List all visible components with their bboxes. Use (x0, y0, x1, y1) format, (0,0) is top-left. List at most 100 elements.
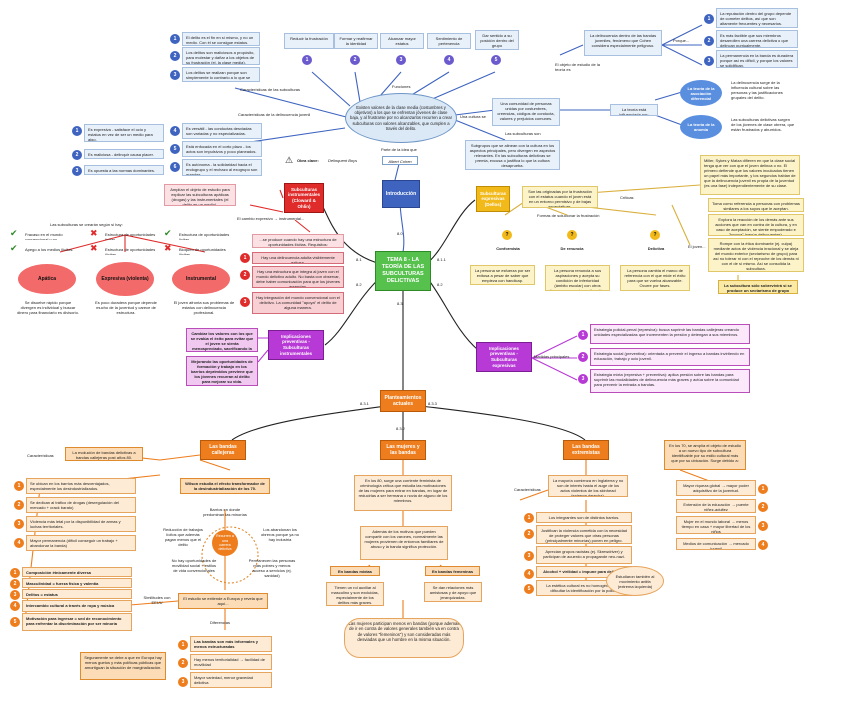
edge-label-8-0: 8.0 (397, 231, 403, 236)
prevention-expressive-node: Implicaciones preventivas - Subculturas … (476, 342, 532, 372)
ext-char-num-5: 5 (524, 584, 534, 594)
current-approaches-node: Planteamientos actuales (380, 390, 426, 412)
joven-3: Rompe con la ética dominante (ej. culpa)… (708, 238, 804, 272)
influence-cloud-1: La teoría de la asociación diferencial (680, 80, 722, 106)
post80-evolution: La evolución de bandas delictivas a band… (65, 447, 143, 461)
check-icon: ✔ (10, 243, 18, 253)
street-char-num-1: 1 (14, 481, 24, 491)
change-label: El cambio expresivo → instrumental... (237, 216, 305, 221)
cond-a-2: Apego a los medios ilícitos. (25, 247, 74, 252)
edge-label-8-3-3: 8.3.3 (428, 401, 437, 406)
edge-label-8-3-2: 8.3.2 (396, 426, 405, 431)
prevention-instrumental-1: Cambiar los valores con los que se evalú… (186, 328, 258, 352)
subculture-chars-label: Características de las subculturas (240, 87, 301, 92)
intro-part-label: Parte de la idea que (381, 147, 417, 152)
influence-cloud-2: La teoría de la anomia (680, 115, 722, 139)
key-work-title: Delinquent Boys (328, 158, 358, 163)
expressive-subcultures-node: Subculturas expresivas (Dellos) (476, 186, 510, 212)
antifa-note: Estudiaron también al movimiento antifa … (606, 566, 664, 596)
requirements-intro: ...se produce cuando hay una estructura … (252, 234, 344, 248)
subculture-definition: Subgrupos que se alinean con la cultura … (465, 140, 560, 170)
influence-2-desc: Las subculturas delictivas surgen de los… (731, 117, 795, 132)
extremist-gangs-node: Las bandas extremistas (563, 440, 609, 460)
form-delinquent: Delictiva (647, 246, 665, 251)
cross-icon: ✖ (90, 243, 98, 253)
joven-1: Toma como referencia a personas con prob… (708, 198, 804, 212)
req-2: Hay una estructura que integra al joven … (252, 266, 344, 288)
form-conformist-desc: La persona se esfuerza por ser exitosa a… (470, 265, 535, 285)
apathetic-desc: Se disuelve rápido porque divergen es in… (17, 300, 79, 315)
form-icon-3: ? (650, 230, 660, 240)
comp-num-2: 2 (10, 579, 20, 589)
similarities-label: Similitudes con EEUU (143, 595, 171, 605)
juv-left-3: Es opuesta a las normas dominantes. (84, 165, 164, 175)
criticism-label: Críticas (620, 195, 634, 200)
juv-right-num-4: 4 (170, 126, 180, 136)
mixed-gangs-label: En bandas mixtas (330, 566, 380, 576)
cycle-step-4: No hay oportunidades de movilidad social… (171, 558, 217, 573)
study-object-label: El objeto de estudio de la teoría es (555, 62, 600, 72)
cond-a-1: Fracaso en el mundo convencional y no co… (25, 232, 63, 240)
instrumental-cloud-desc: El joven afronta sus problemas de estatu… (173, 300, 235, 315)
cause-num-2: 2 (758, 502, 768, 512)
subculture-char-2: Los delitos son maliciosos a propósito, … (182, 47, 260, 65)
juv-left-1: Es expresiva - satisface el ocio y estat… (84, 124, 164, 142)
arise-label: Las subculturas se crearán según si hay: (50, 222, 123, 227)
street-char-num-2: 2 (14, 500, 24, 510)
mixed-gangs-desc: Tienen un rol auxiliar al masculino y so… (326, 582, 384, 606)
edge-label-8-3-1: 8.3.1 (360, 401, 369, 406)
ext-char-2: Justifican la violencia cometida con la … (536, 525, 632, 544)
why-num-3: 3 (704, 56, 714, 66)
edge-label-8-1-1: 8.1.1 (437, 257, 446, 262)
function-5: Dar sentido a su posición dentro del gru… (475, 30, 519, 50)
juv-right-num-6: 6 (170, 162, 180, 172)
street-chars-label: Características (27, 453, 54, 458)
culture-label: Una cultura se (460, 114, 486, 119)
cycle-step-2: Los abandonan los obreros porque ya no h… (260, 527, 300, 542)
cross-icon: ✖ (90, 228, 98, 238)
measure-num-2: 2 (578, 352, 588, 362)
function-num-4: 4 (444, 55, 454, 65)
juv-right-num-5: 5 (170, 144, 180, 154)
comp-num-1: 1 (10, 568, 20, 578)
ext-char-3: Aprecian grupos racistas (ej. Skrewdrive… (536, 546, 632, 564)
street-char-3: Violencia más letal por la disponibilida… (26, 516, 136, 532)
function-3: Alcanzar mayor estatus (380, 33, 424, 49)
joven-2: Explora la reacción de los demás ante su… (708, 214, 804, 236)
why-item-3: La permanencia en la banda es duradera p… (716, 50, 798, 68)
influence-label: La teoría está influenciada por: (610, 104, 658, 116)
diff-3: Mayor variedad, menor gravedad delictiva (190, 672, 272, 688)
prevention-instrumental-node: Implicaciones preventivas - Subculturas … (268, 330, 324, 360)
forms-label: Formas de solucionar la frustración (537, 213, 600, 218)
key-work-label: Obra clave: (297, 158, 319, 163)
street-char-2: Se dedican al tráfico de drogas (desregu… (26, 497, 136, 513)
cycle-step-5: Reducción de trabajos lícitos que además… (163, 527, 203, 547)
function-1: Reducir la frustración (284, 33, 334, 49)
juv-right-1: Es versátil - las conductas desviadas so… (182, 123, 262, 139)
cause-4: Medios de comunicación → mercado juvenil (676, 538, 756, 550)
diff-2: Hay menos territorialidad → facilidad de… (190, 654, 272, 670)
intro-node: Introducción (382, 180, 420, 208)
cause-2: Extensión de la educación → puente niñez… (676, 499, 756, 513)
intro-main-idea: Existen valores de la clase media (costu… (345, 93, 457, 143)
extremist-chars-label: Características (514, 487, 541, 492)
cause-num-1: 1 (758, 484, 768, 494)
req-num-2: 2 (240, 270, 250, 280)
comp-3: Delitos = estatus (22, 589, 132, 599)
function-num-2: 2 (350, 55, 360, 65)
expressive-violent-cloud: Expresiva (violenta) (96, 262, 154, 296)
comp-num-3: 3 (10, 590, 20, 600)
criticism-desc: Miller, Sykes y Matza difieren en que la… (700, 155, 800, 195)
why-item-1: La reputación dentro del grupo depende d… (716, 8, 798, 28)
measure-2: Estrategia social (preventiva): orientad… (590, 348, 750, 366)
final-conclusion: La subcultura sólo sobrevivirá si se pro… (718, 280, 798, 294)
cond-b-2: Estructura de oportunidades ilícitas. (105, 247, 156, 255)
why-item-2: Es más factible que sus miembros desarro… (716, 30, 798, 48)
edge-label-8-2b: 8.2 (437, 282, 443, 287)
comp-num-5: 5 (10, 617, 20, 627)
ext-char-num-2: 2 (524, 529, 534, 539)
wilson-study: Wilson estudia el efecto transformador d… (180, 478, 270, 494)
comp-2: Masculinidad = fuerza física y valentía (22, 578, 132, 588)
req-num-3: 3 (240, 297, 250, 307)
instrumental-cloud: Instrumental (172, 264, 230, 294)
